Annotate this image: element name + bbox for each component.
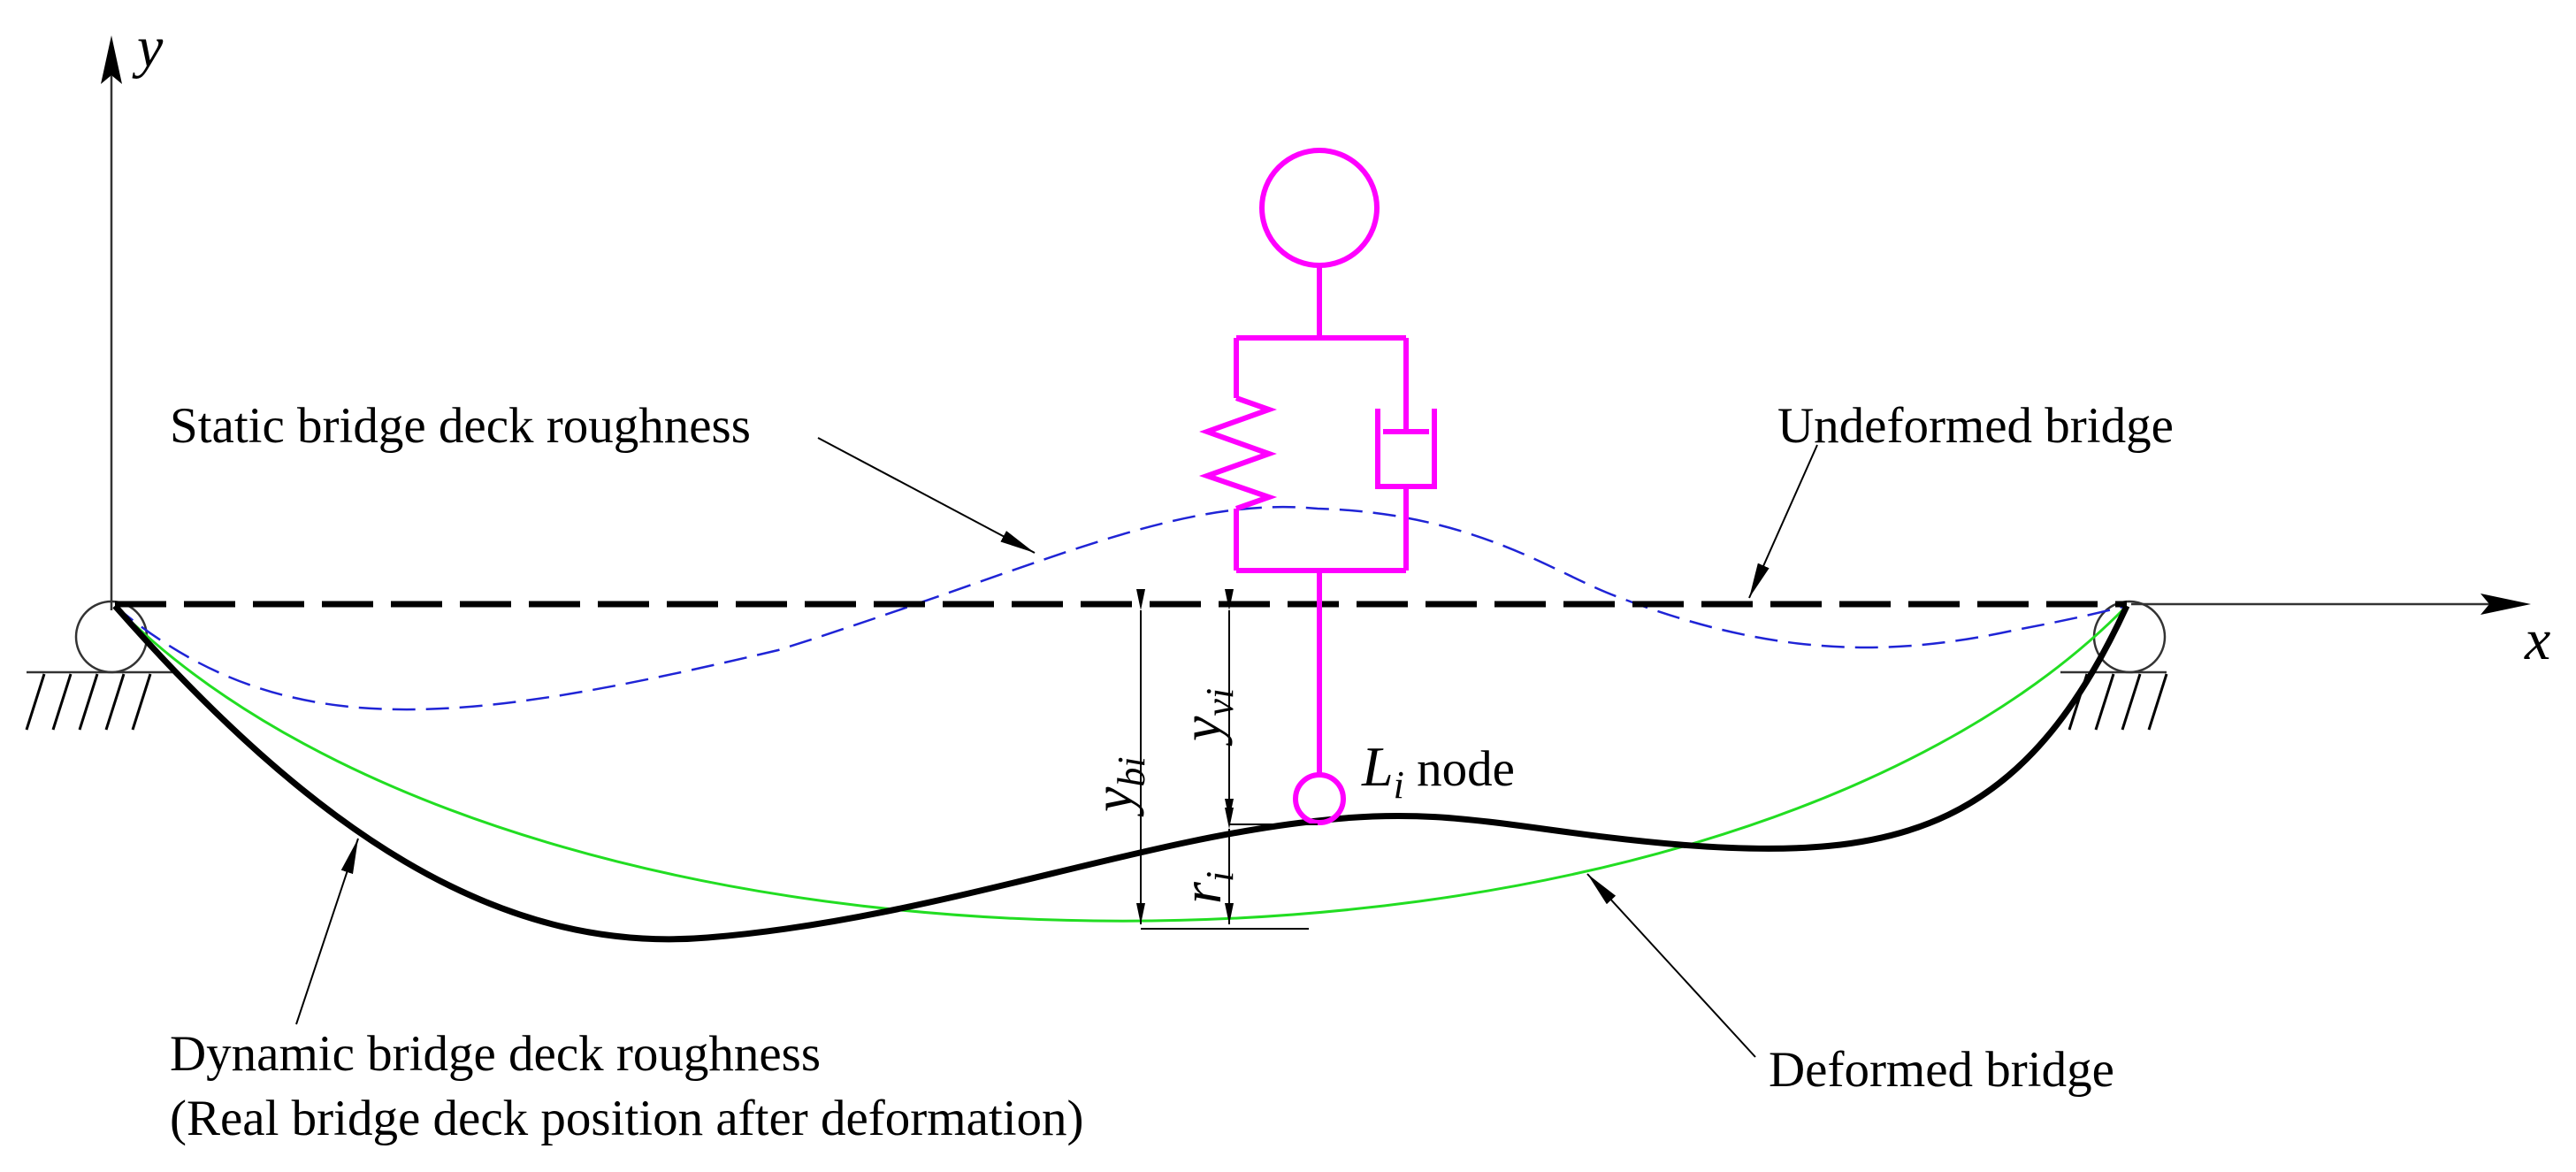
undeformed-bridge-leader	[1748, 444, 1818, 599]
left-roller-icon	[74, 600, 149, 674]
dynamic-roughness-curve	[112, 603, 2130, 943]
static-roughness-curve	[114, 505, 2128, 711]
yvi-symbol: yvi	[1170, 688, 1242, 747]
dynamic-roughness-label-line1: Dynamic bridge deck roughness	[170, 1026, 821, 1082]
ri-symbol: ri	[1170, 871, 1242, 904]
static-roughness-label: Static bridge deck roughness	[170, 398, 751, 454]
ybi-symbol: ybi	[1082, 756, 1153, 817]
vehicle-mass-icon	[1259, 148, 1380, 268]
leader-lines	[295, 437, 1818, 1058]
vehicle-model	[1198, 148, 1437, 825]
dynamic-roughness-label-line2: (Real bridge deck position after deforma…	[170, 1091, 1084, 1146]
y-axis-label: y	[132, 15, 164, 80]
deformed-bridge-label: Deformed bridge	[1769, 1042, 2114, 1098]
right-ground-hatch-icon	[2068, 673, 2168, 731]
undeformed-bridge-label: Undeformed bridge	[1777, 398, 2174, 454]
contact-node-icon	[1293, 772, 1346, 825]
spring-icon	[1198, 395, 1278, 511]
dimension-lines	[1136, 589, 1318, 930]
y-axis-arrowhead	[101, 35, 122, 84]
node-label: Li node	[1361, 735, 1515, 807]
static-roughness-leader	[817, 437, 1036, 554]
deformed-bridge-curve	[113, 604, 2129, 923]
dynamic-roughness-leader	[295, 838, 359, 1025]
x-axis-arrowhead	[2480, 594, 2531, 615]
x-axis-label: x	[2524, 608, 2550, 672]
left-ground-hatch-icon	[25, 673, 152, 731]
left-support	[25, 600, 172, 731]
deformed-bridge-leader	[1586, 873, 1756, 1058]
